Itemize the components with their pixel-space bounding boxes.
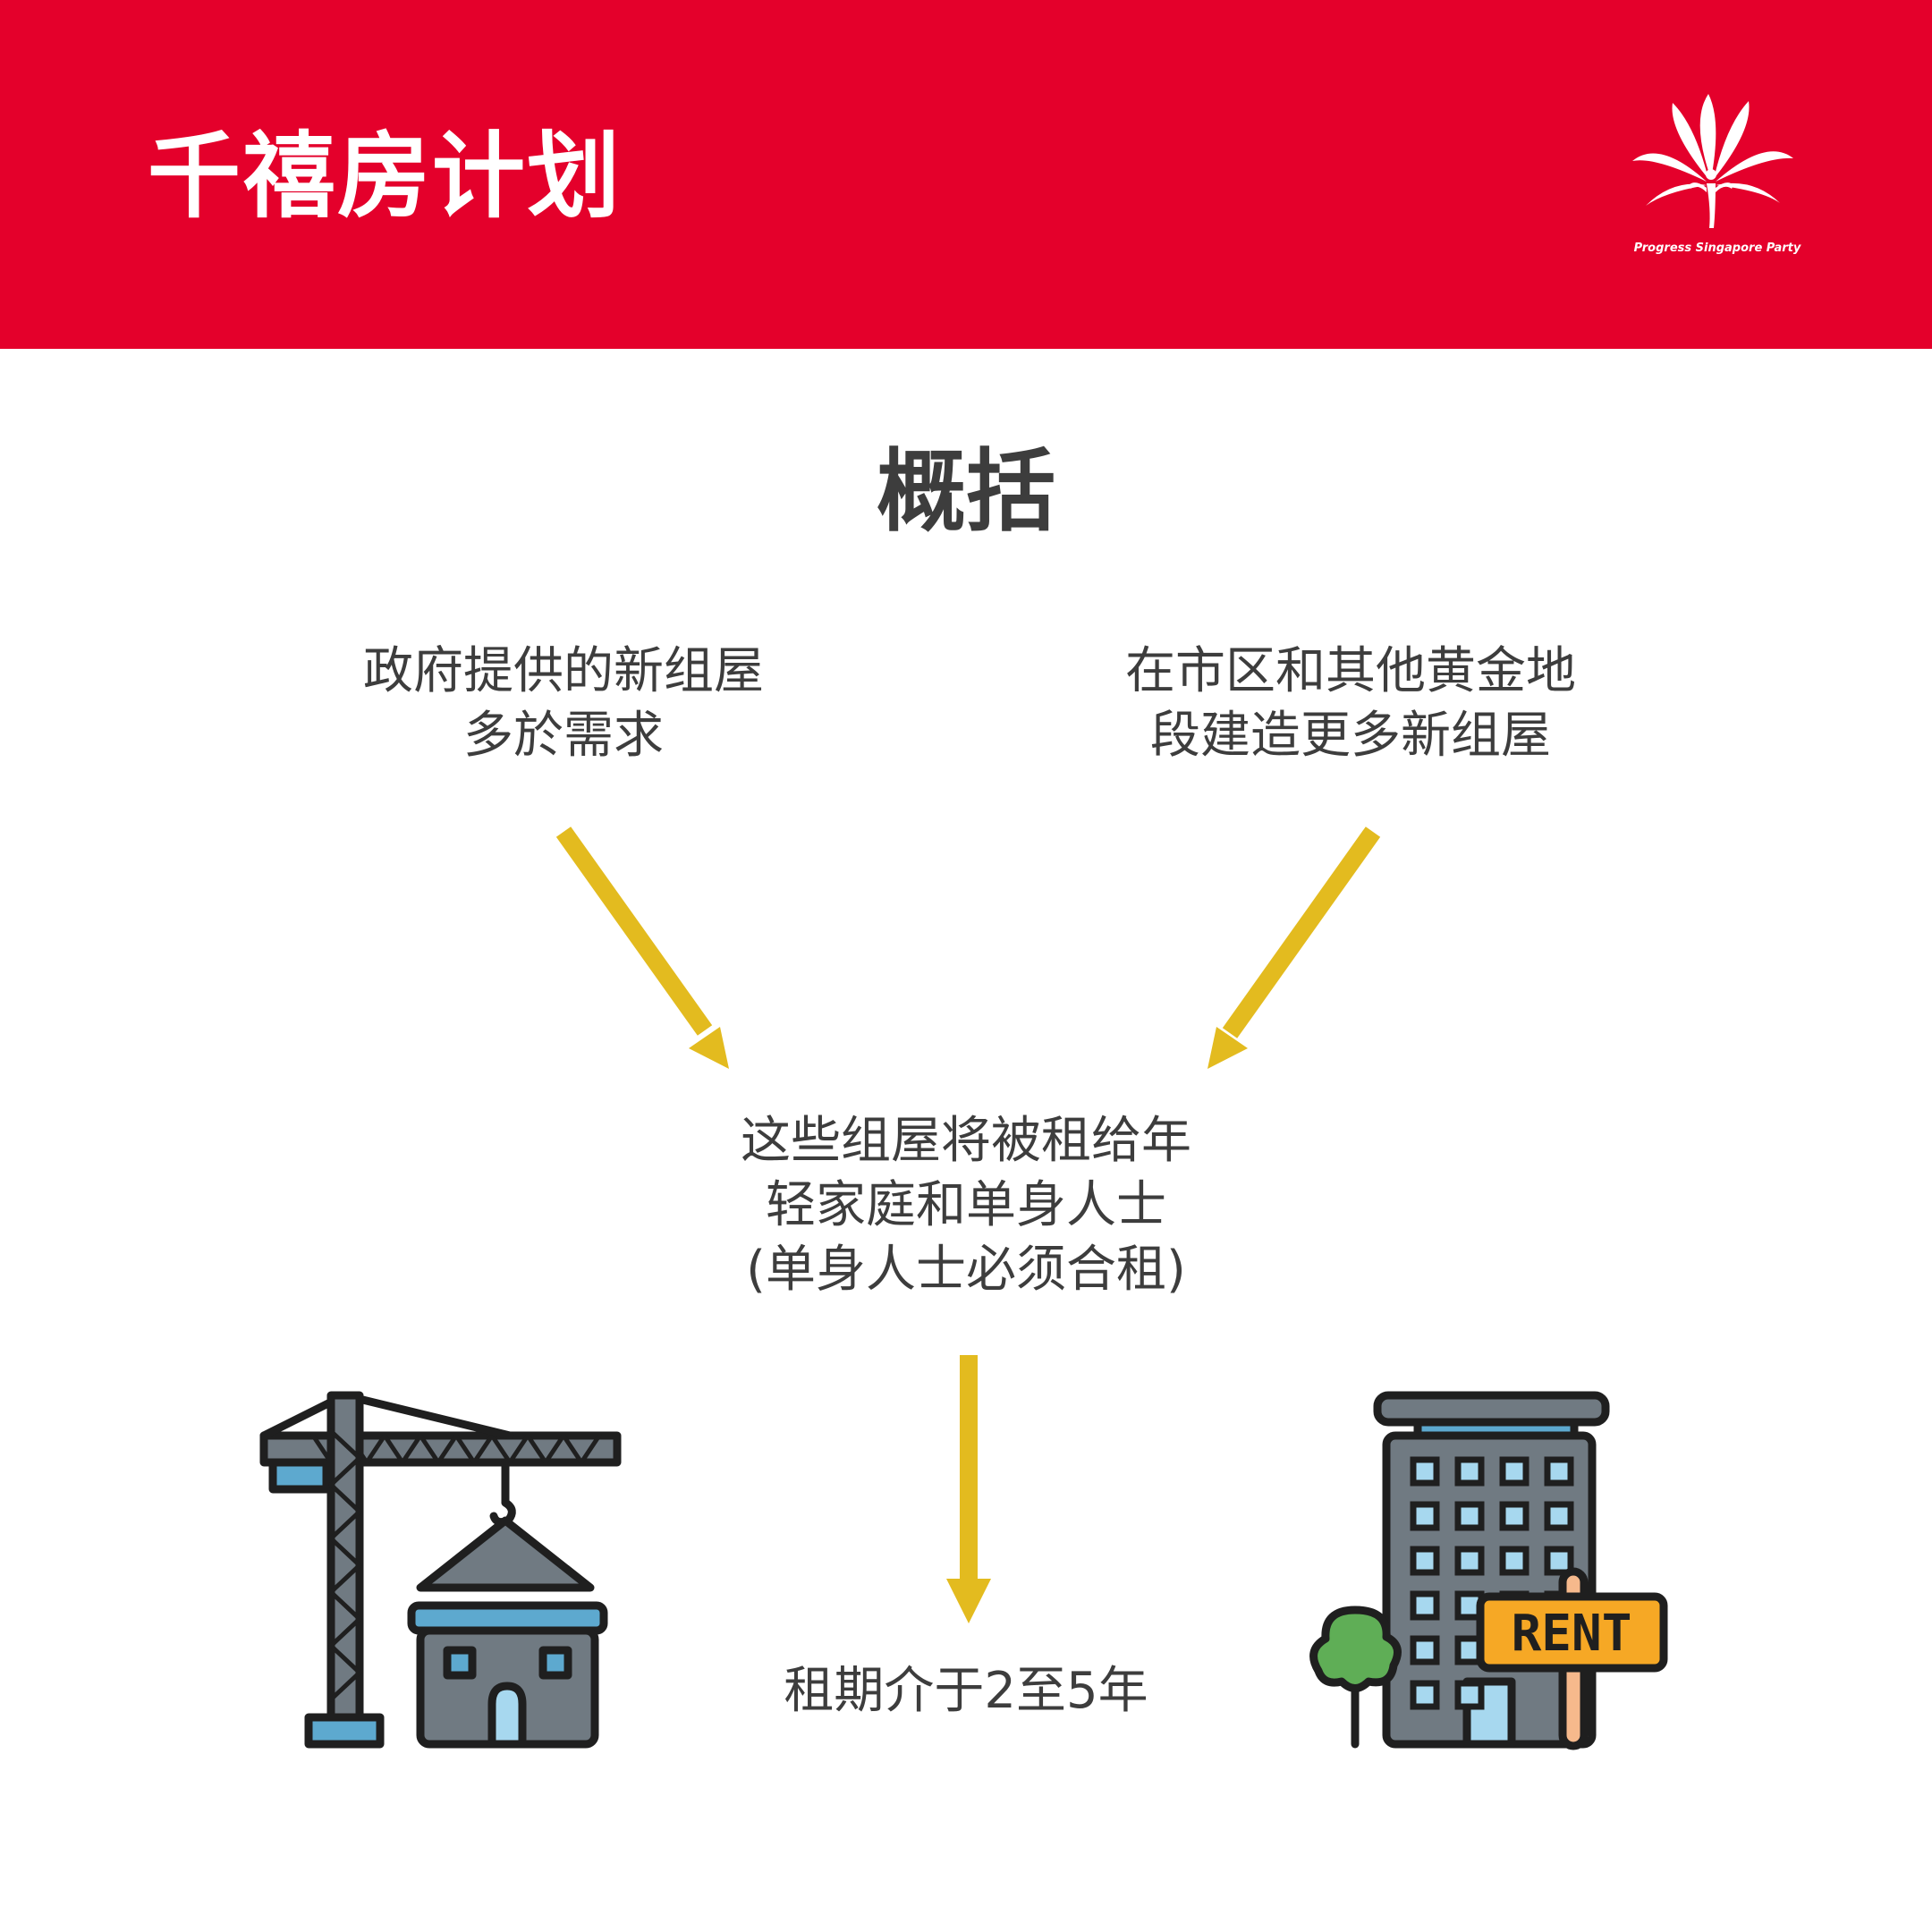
center-statement-line: 这些组屋将被租给年 (741, 1112, 1191, 1170)
building-window (1544, 1501, 1574, 1531)
building-window (1454, 1501, 1485, 1531)
right-statement-line: 在市区和其他黄金地 (1125, 642, 1576, 700)
left-statement: 政府提供的新组屋 多於需求 (295, 640, 832, 768)
logo-caption: Progress Singapore Party (1633, 242, 1801, 255)
bottom-statement: 租期介于2至5年 (784, 1662, 1148, 1720)
building-window (1454, 1546, 1485, 1576)
building-window (1499, 1546, 1530, 1576)
left-arrow-shaft (555, 826, 713, 1036)
left-statement-line: 政府提供的新组屋 (363, 642, 764, 700)
right-arrow-shaft (1222, 826, 1381, 1038)
center-statement-line: 轻家庭和单身人士 (766, 1176, 1166, 1234)
section-title: 概括 (877, 439, 1055, 544)
party-logo: Progress Singapore Party (1619, 85, 1816, 264)
right-statement-line: 段建造更多新组屋 (1150, 707, 1551, 765)
building-window (1544, 1546, 1574, 1576)
palm-leaf-icon (1632, 94, 1793, 228)
building-window (1410, 1680, 1440, 1710)
building-window (1410, 1590, 1440, 1621)
down-arrow-head (946, 1579, 991, 1623)
building-window (1410, 1501, 1440, 1531)
rent-sign-label: RENT (1512, 1605, 1632, 1663)
header-banner: 千禧房计划 Progress Singapore Party (0, 0, 1932, 349)
building-window (1454, 1456, 1485, 1487)
center-statement: 这些组屋将被租给年 轻家庭和单身人士 (单身人士必须合租) (653, 1109, 1279, 1302)
building-window (1410, 1456, 1440, 1487)
left-statement-line: 多於需求 (463, 707, 664, 765)
building-window (1410, 1635, 1440, 1665)
building-window (1499, 1501, 1530, 1531)
building-window (1544, 1456, 1574, 1487)
building-window (1410, 1546, 1440, 1576)
building-window (1499, 1456, 1530, 1487)
right-statement: 在市区和其他黄金地 段建造更多新组屋 (1073, 640, 1628, 768)
right-arrow-head (1208, 1027, 1248, 1069)
building-window (1454, 1680, 1485, 1710)
center-statement-line: (单身人士必须合租) (746, 1241, 1186, 1299)
page-title: 千禧房计划 (148, 122, 623, 231)
left-arrow-head (689, 1027, 729, 1069)
